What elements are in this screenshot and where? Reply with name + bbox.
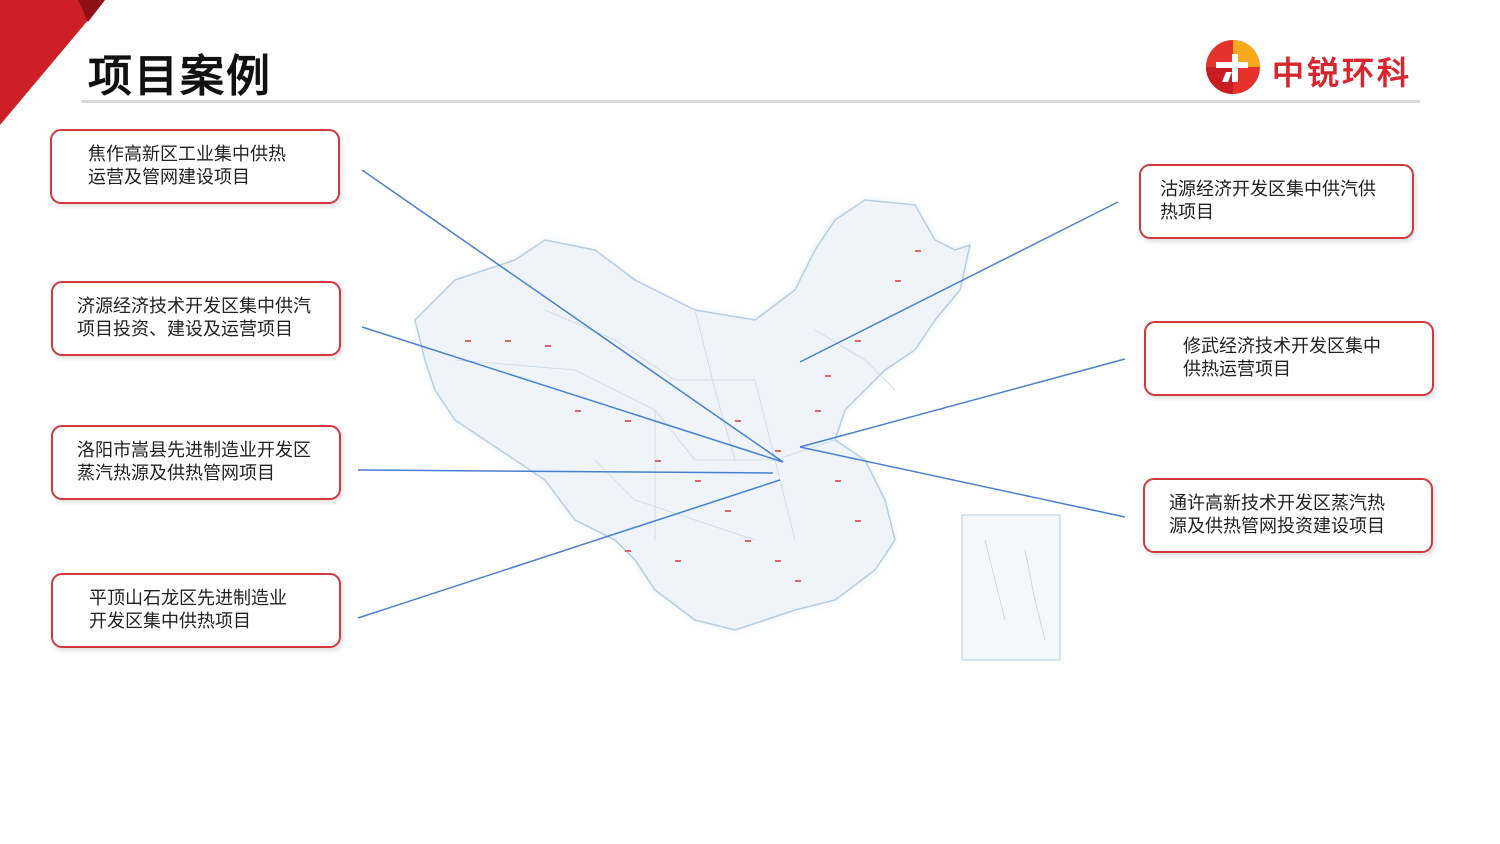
logo-text: 中锐环科 — [1272, 54, 1413, 92]
project-line-2: 蒸汽热源及供热管网项目 — [77, 463, 275, 484]
project-line-1: 沽源经济开发区集中供汽供 — [1160, 179, 1376, 200]
project-line-2: 供热运营项目 — [1183, 359, 1291, 380]
project-line-1: 通许高新技术开发区蒸汽热 — [1169, 493, 1385, 514]
project-line-2: 运营及管网建设项目 — [88, 167, 250, 188]
project-box-jiaozuo: 焦作高新区工业集中供热 运营及管网建设项目 — [50, 129, 340, 204]
project-box-luoyang: 洛阳市嵩县先进制造业开发区 蒸汽热源及供热管网项目 — [51, 425, 341, 500]
project-line-1: 济源经济技术开发区集中供汽 — [77, 296, 311, 317]
project-box-pingdingshan: 平顶山石龙区先进制造业 开发区集中供热项目 — [51, 573, 341, 648]
project-box-jiyuan: 济源经济技术开发区集中供汽 项目投资、建设及运营项目 — [51, 281, 341, 356]
project-line-2: 开发区集中供热项目 — [89, 611, 251, 632]
project-line-1: 平顶山石龙区先进制造业 — [89, 588, 287, 609]
project-box-guyuan: 沽源经济开发区集中供汽供 热项目 — [1139, 164, 1414, 239]
corner-decoration — [0, 0, 105, 125]
project-line-1: 修武经济技术开发区集中 — [1183, 336, 1381, 357]
project-line-1: 洛阳市嵩县先进制造业开发区 — [77, 440, 311, 461]
title-divider — [82, 100, 1420, 103]
project-box-tongxu: 通许高新技术开发区蒸汽热 源及供热管网投资建设项目 — [1143, 478, 1433, 553]
zr-logo-icon — [1206, 40, 1260, 94]
project-line-1: 焦作高新区工业集中供热 — [88, 144, 286, 165]
china-map-illustration — [414, 199, 1061, 661]
project-line-2: 项目投资、建设及运营项目 — [77, 319, 293, 340]
page-title: 项目案例 — [88, 51, 272, 102]
project-box-xiuwu: 修武经济技术开发区集中 供热运营项目 — [1144, 321, 1434, 396]
project-line-2: 热项目 — [1160, 202, 1214, 223]
project-line-2: 源及供热管网投资建设项目 — [1169, 516, 1385, 537]
